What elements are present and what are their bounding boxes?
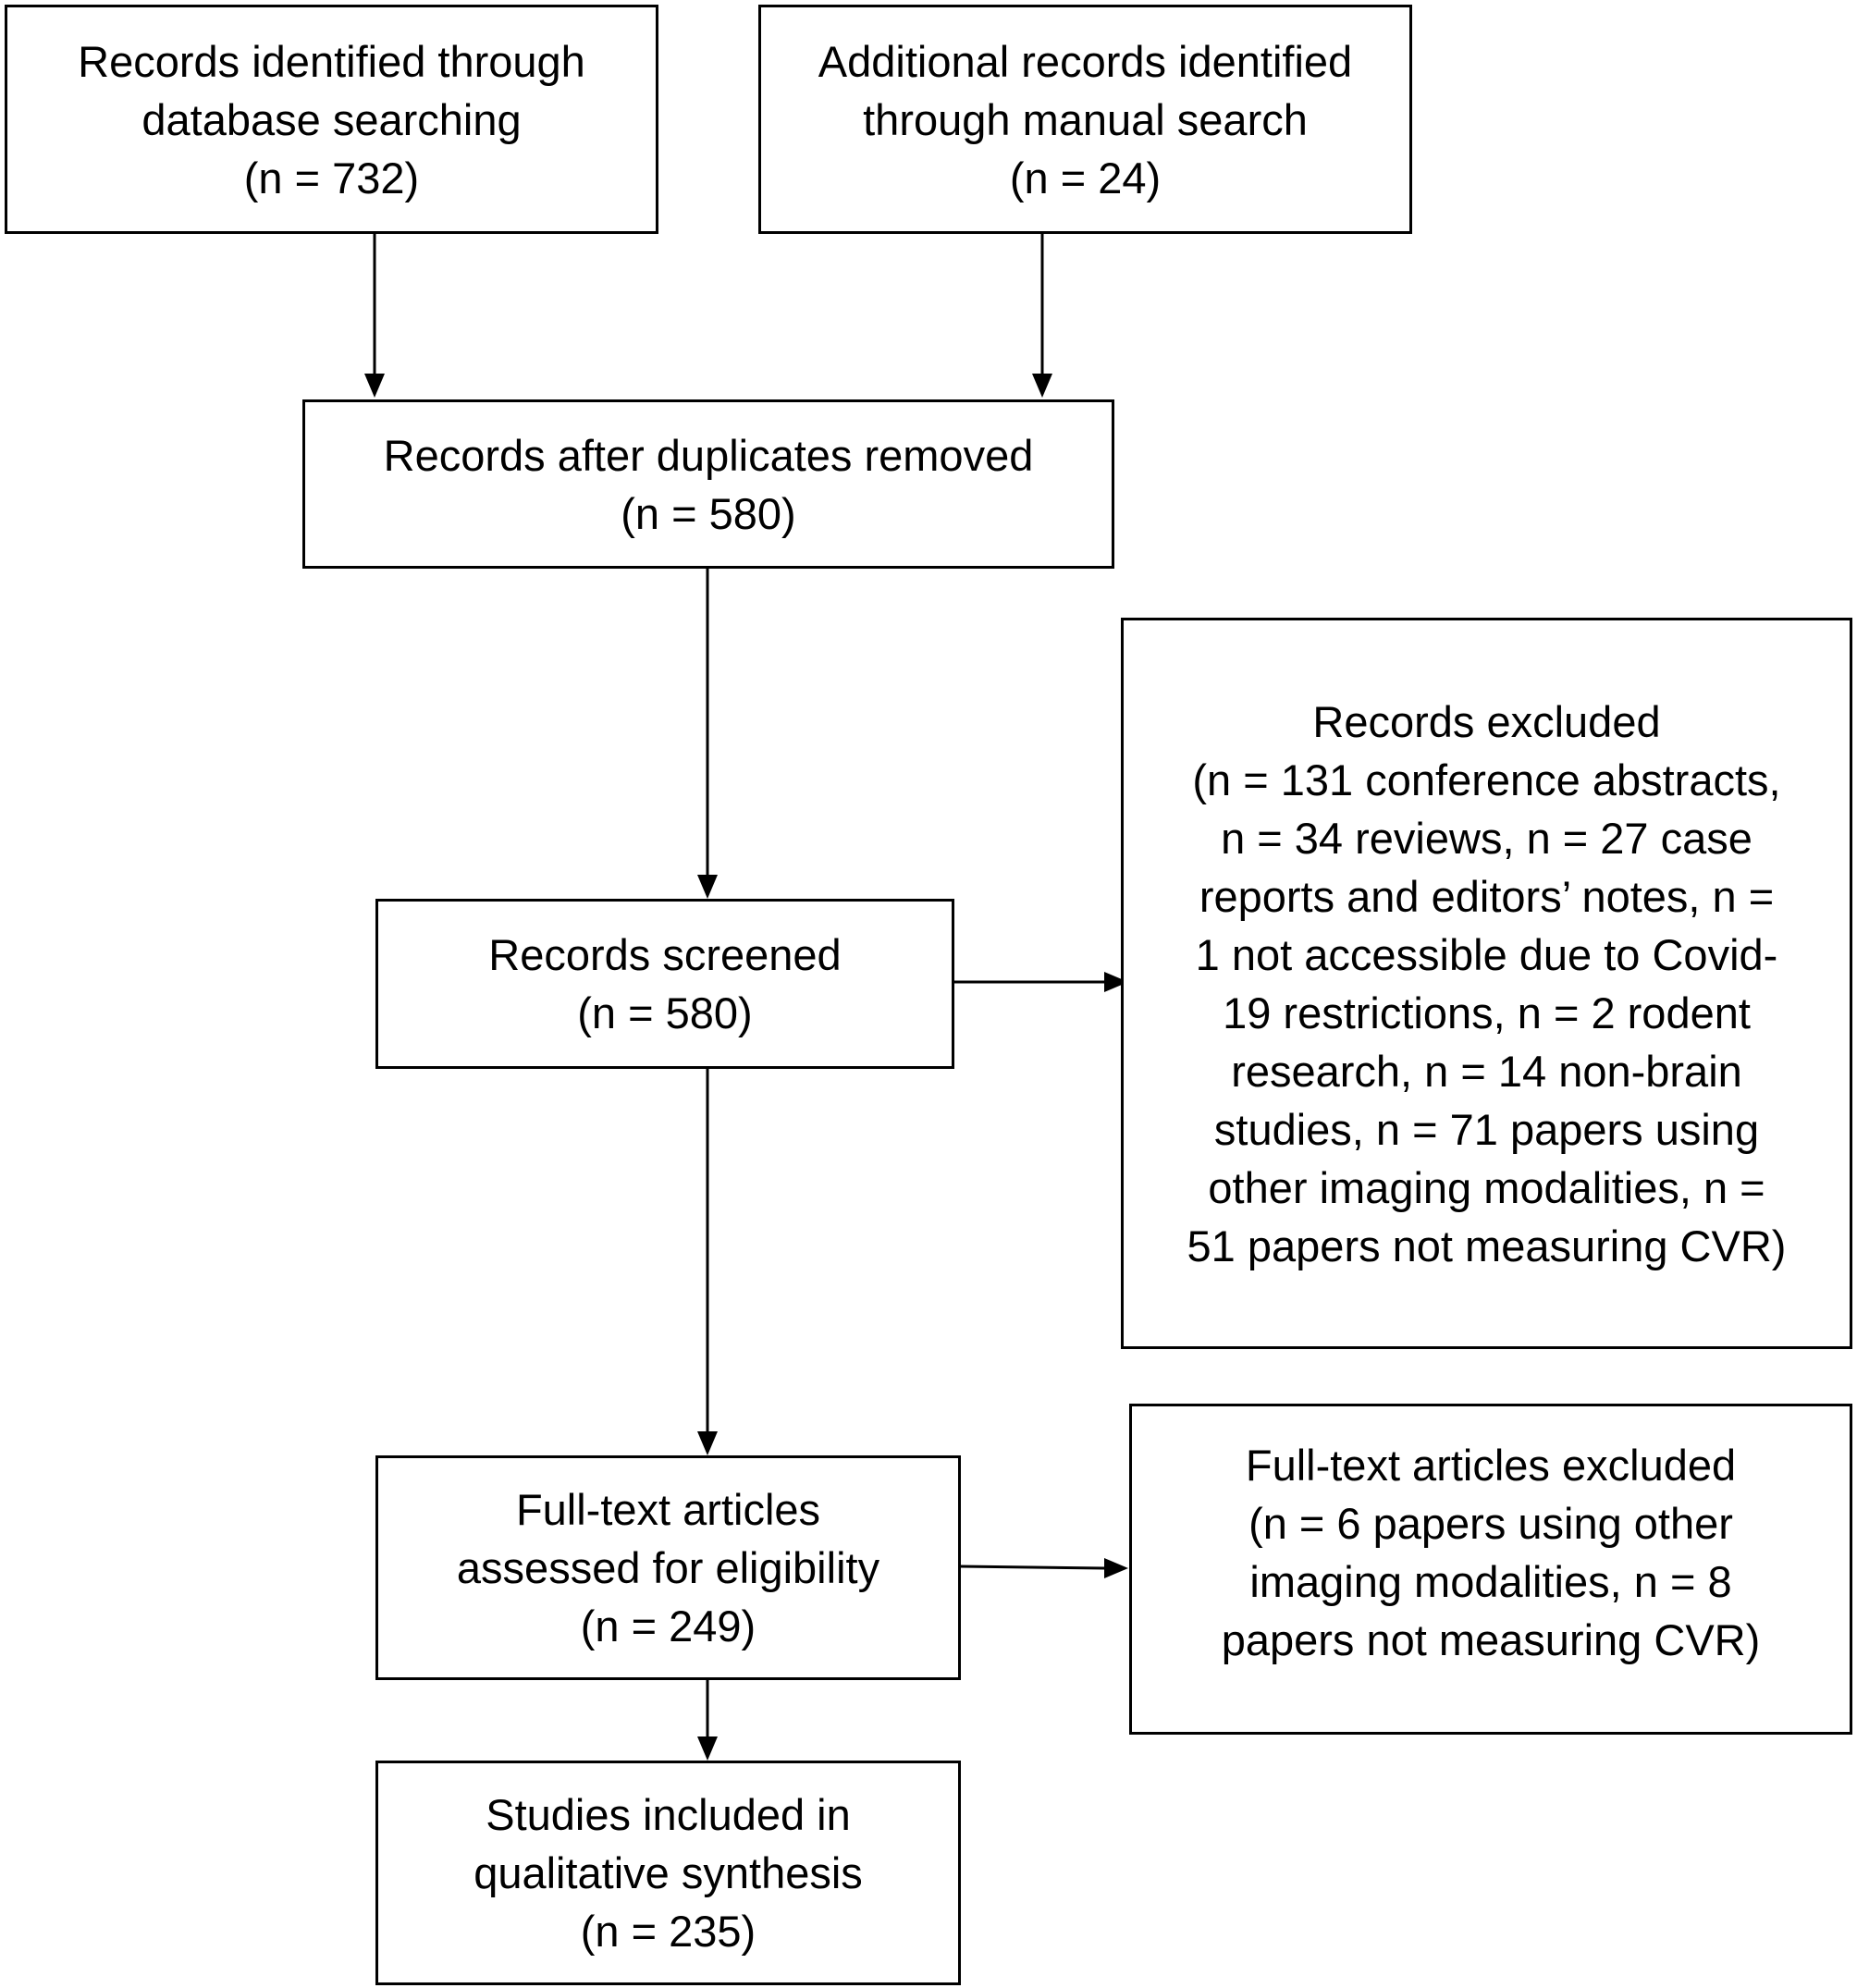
records-screened-label: Records screened [488, 930, 842, 979]
arrowhead-manual-to-duplicates [1032, 374, 1052, 398]
full-text-assessed-line-2: assessed for eligibility [456, 1543, 880, 1592]
records-excluded-line-9: other imaging modalities, n = [1208, 1162, 1765, 1212]
full-text-excluded-line-3: imaging modalities, n = 8 [1249, 1557, 1732, 1606]
records-excluded-line-3: n = 34 reviews, n = 27 case [1221, 813, 1752, 863]
records-screened-box: Records screened (n = 580) [375, 899, 954, 1069]
duplicates-removed-box: Records after duplicates removed (n = 58… [302, 399, 1114, 569]
records-screened-count: (n = 580) [577, 988, 753, 1037]
full-text-assessed-box: Full-text articles assessed for eligibil… [375, 1455, 961, 1680]
studies-included-line-2: qualitative synthesis [473, 1848, 863, 1897]
full-text-excluded-line-4: papers not measuring CVR) [1221, 1615, 1761, 1664]
records-excluded-line-1: Records excluded [1312, 696, 1661, 746]
arrowhead-duplicates-to-screened [697, 875, 718, 899]
records-excluded-line-8: studies, n = 71 papers using [1213, 1104, 1760, 1154]
records-excluded-box: Records excluded (n = 131 conference abs… [1121, 618, 1852, 1349]
arrowhead-fulltext-to-excluded [1104, 1558, 1128, 1578]
arrowhead-screened-to-fulltext [697, 1431, 718, 1455]
studies-included-box: Studies included in qualitative synthesi… [375, 1761, 961, 1985]
studies-included-count: (n = 235) [580, 1907, 756, 1956]
records-excluded-line-6: 19 restrictions, n = 2 rodent [1223, 988, 1751, 1037]
duplicates-removed-label: Records after duplicates removed [383, 430, 1034, 480]
records-excluded-line-7: research, n = 14 non-brain [1231, 1046, 1742, 1096]
manual-search-count: (n = 24) [1009, 153, 1162, 202]
full-text-excluded-line-2: (n = 6 papers using other [1248, 1499, 1733, 1548]
arrow-fulltext-to-excluded [959, 1565, 1105, 1570]
full-text-excluded-box: Full-text articles excluded (n = 6 paper… [1129, 1404, 1852, 1735]
manual-search-line-2: through manual search [863, 94, 1308, 144]
arrowhead-screened-to-excluded [1104, 972, 1128, 992]
records-excluded-line-4: reports and editors’ notes, n = [1199, 871, 1775, 921]
database-search-line-1: Records identified through [78, 36, 585, 86]
records-excluded-line-5: 1 not accessible due to Covid- [1195, 929, 1778, 979]
manual-search-box: Additional records identified through ma… [758, 5, 1412, 234]
full-text-excluded-line-1: Full-text articles excluded [1245, 1441, 1737, 1490]
arrowhead-fulltext-to-included [697, 1736, 718, 1761]
full-text-assessed-count: (n = 249) [580, 1601, 756, 1651]
manual-search-line-1: Additional records identified [818, 36, 1353, 86]
database-search-line-2: database searching [141, 94, 522, 144]
arrowhead-database-to-duplicates [364, 374, 385, 398]
full-text-assessed-line-1: Full-text articles [515, 1485, 821, 1534]
database-search-count: (n = 732) [243, 153, 420, 202]
records-excluded-line-10: 51 papers not measuring CVR) [1187, 1221, 1787, 1270]
database-search-box: Records identified through database sear… [5, 5, 658, 234]
records-excluded-line-2: (n = 131 conference abstracts, [1192, 755, 1781, 804]
duplicates-removed-count: (n = 580) [621, 488, 796, 538]
studies-included-line-1: Studies included in [486, 1790, 851, 1839]
